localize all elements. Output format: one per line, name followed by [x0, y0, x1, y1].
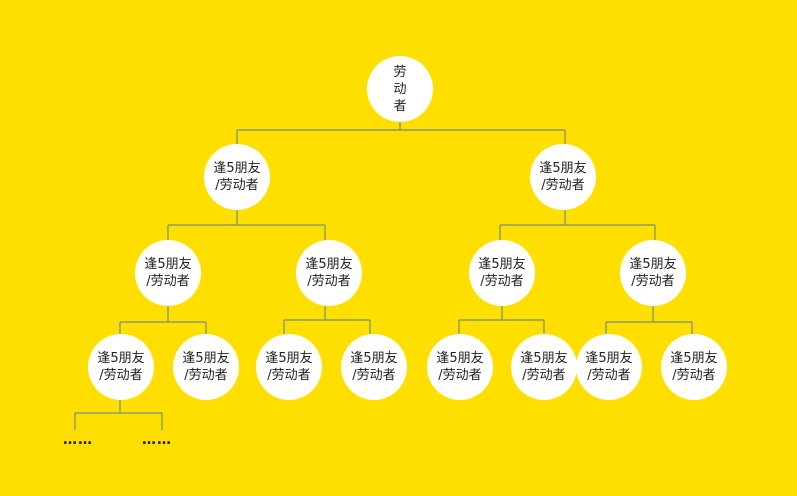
- node-label: 逢5朋友 /劳动者: [144, 257, 192, 289]
- node-label: 逢5朋友 /劳动者: [585, 351, 633, 383]
- node-label: 逢5朋友 /劳动者: [436, 351, 484, 383]
- level3-node-5: 逢5朋友 /劳动者: [427, 334, 493, 400]
- level2-node-2: 逢5朋友 /劳动者: [296, 240, 362, 306]
- node-label: 逢5朋友 /劳动者: [478, 257, 526, 289]
- node-label: 逢5朋友 /劳动者: [350, 351, 398, 383]
- node-label: 逢5朋友 /劳动者: [265, 351, 313, 383]
- node-label: 逢5朋友 /劳动者: [182, 351, 230, 383]
- root-node: 劳动者: [367, 56, 433, 122]
- level3-node-8: 逢5朋友 /劳动者: [661, 334, 727, 400]
- node-label: 逢5朋友 /劳动者: [213, 161, 261, 193]
- continuation-ellipsis-right: ……: [142, 432, 172, 448]
- continuation-ellipsis-left: ……: [63, 432, 93, 448]
- level2-node-3: 逢5朋友 /劳动者: [469, 240, 535, 306]
- node-label: 逢5朋友 /劳动者: [97, 351, 145, 383]
- level3-node-7: 逢5朋友 /劳动者: [576, 334, 642, 400]
- root-node-label: 劳动者: [393, 64, 407, 114]
- level1-node-left: 逢5朋友 /劳动者: [204, 144, 270, 210]
- level3-node-3: 逢5朋友 /劳动者: [256, 334, 322, 400]
- node-label: 逢5朋友 /劳动者: [539, 161, 587, 193]
- level3-node-6: 逢5朋友 /劳动者: [511, 334, 577, 400]
- level3-node-1: 逢5朋友 /劳动者: [88, 334, 154, 400]
- node-label: 逢5朋友 /劳动者: [629, 257, 677, 289]
- level2-node-4: 逢5朋友 /劳动者: [620, 240, 686, 306]
- node-label: 逢5朋友 /劳动者: [520, 351, 568, 383]
- level1-node-right: 逢5朋友 /劳动者: [530, 144, 596, 210]
- node-label: 逢5朋友 /劳动者: [670, 351, 718, 383]
- level3-node-2: 逢5朋友 /劳动者: [173, 334, 239, 400]
- level2-node-1: 逢5朋友 /劳动者: [135, 240, 201, 306]
- node-label: 逢5朋友 /劳动者: [305, 257, 353, 289]
- level3-node-4: 逢5朋友 /劳动者: [341, 334, 407, 400]
